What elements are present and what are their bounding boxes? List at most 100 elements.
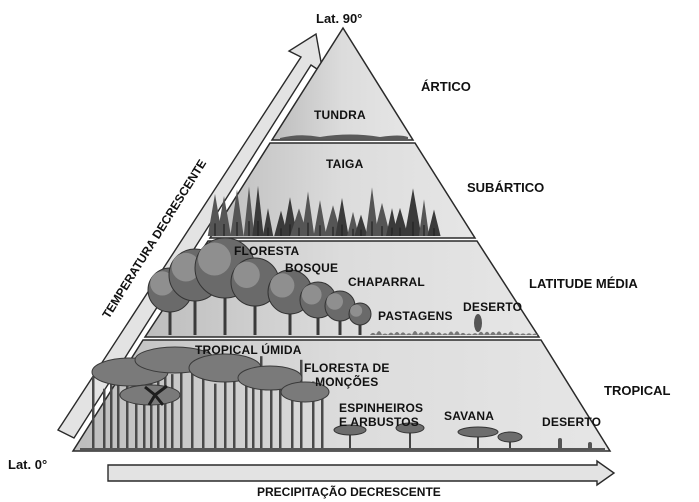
tropical-trunk <box>279 376 282 450</box>
grass-tuft <box>382 333 388 335</box>
tropical-trunk <box>214 383 217 450</box>
grass-tuft <box>478 331 484 335</box>
latitude-top-label: Lat. 90° <box>316 11 363 26</box>
zone-subarctic-label: SUBÁRTICO <box>467 180 545 195</box>
tropical-trunk <box>92 376 95 450</box>
grass-tuft <box>430 332 436 335</box>
tropical-trunk <box>150 361 153 450</box>
grass-tuft <box>436 332 442 335</box>
biome-floresta-label: FLORESTA <box>234 244 300 258</box>
tropical-trunk <box>291 376 294 450</box>
conifer-tree <box>391 207 409 236</box>
tropical-trunk <box>270 372 273 450</box>
tropical-trunk <box>180 355 183 450</box>
zone-tropical-label: TROPICAL <box>604 383 671 398</box>
tropical-trunk <box>117 366 120 450</box>
tropical-canopy <box>237 365 303 391</box>
tropical-trunk <box>224 365 227 450</box>
grass-tuft <box>526 333 532 335</box>
precipitation-arrow <box>107 459 616 487</box>
conifer-tree <box>252 185 264 236</box>
palm-fronds <box>144 384 168 406</box>
conifer-tree <box>404 188 422 236</box>
tropical-trunk <box>300 359 303 450</box>
grass-tuft <box>466 333 472 335</box>
biome-tropical-umida-label: TROPICAL ÚMIDA <box>195 343 302 357</box>
tropical-canopy <box>280 381 330 403</box>
acacia-trunk <box>409 428 411 450</box>
precipitation-axis-label: PRECIPITAÇÃO DECRESCENTE <box>257 485 441 499</box>
grass-tuft <box>442 333 448 335</box>
crown-highlight <box>350 304 363 317</box>
acacia-trunk <box>477 432 479 450</box>
crown-highlight <box>301 284 322 305</box>
acacia-crown <box>457 426 499 438</box>
crown-highlight <box>270 273 295 298</box>
conifer-tree <box>347 211 359 236</box>
grass-tuft <box>472 333 478 335</box>
grass-tuft <box>376 331 382 335</box>
biome-espinheiros-label: ESPINHEIROS E ARBUSTOS <box>339 401 423 429</box>
temperature-arrow <box>56 32 324 439</box>
conifer-tree <box>243 186 255 236</box>
tropical-trunk <box>233 358 236 450</box>
conifer-tree <box>365 187 379 236</box>
conifer-tree <box>373 202 391 236</box>
grass-tuft <box>424 331 430 335</box>
cactus <box>558 438 562 450</box>
tropical-trunk <box>312 381 315 450</box>
crown-highlight <box>171 252 201 282</box>
tropical-forest-trees <box>80 346 605 450</box>
grass-tuft <box>532 333 538 335</box>
espinheiros-line-2: E ARBUSTOS <box>339 415 420 429</box>
grass-tuft <box>460 332 466 335</box>
biome-deserto-trop-label: DESERTO <box>542 415 602 429</box>
grass-tuft <box>508 331 514 335</box>
biome-deserto-mid-label: DESERTO <box>463 300 523 314</box>
acacia-crown <box>497 431 523 443</box>
floresta-moncoes-line-2: MONÇÕES <box>315 375 379 389</box>
conifer-tree <box>335 197 349 236</box>
grass-tuft <box>406 333 412 335</box>
grass-tuft <box>514 333 520 335</box>
tundra-vegetation <box>280 134 408 139</box>
biome-floresta-moncoes-label: FLORESTA DE MONÇÕES <box>304 361 390 389</box>
acacia-trunk <box>509 437 511 450</box>
espinheiros-line-1: ESPINHEIROS <box>339 401 424 415</box>
grass-tuft <box>490 331 496 335</box>
band-arctic <box>270 26 415 141</box>
conifer-tree <box>230 189 244 236</box>
zone-mid-latitude-label: LATITUDE MÉDIA <box>529 276 638 291</box>
conifer-tree <box>301 191 315 236</box>
conifer-tree <box>207 193 223 236</box>
biome-savana-label: SAVANA <box>444 409 495 423</box>
crown-highlight <box>150 271 175 296</box>
tropical-trunk <box>135 364 138 450</box>
tropical-trunk <box>252 362 255 450</box>
conifer-tree <box>313 200 327 236</box>
conifer-tree <box>427 209 441 236</box>
deciduous-trunk <box>193 275 197 335</box>
grass-tuft <box>394 332 400 335</box>
biome-taiga-label: TAIGA <box>326 157 364 171</box>
grass-tuft <box>520 333 526 335</box>
conifer-tree <box>354 214 368 236</box>
conifer-tree <box>216 196 232 236</box>
acacia-crown <box>333 424 367 436</box>
tropical-trunk <box>143 386 146 450</box>
grass-tuft <box>496 331 502 335</box>
latitude-bottom-label: Lat. 0° <box>8 457 48 472</box>
conifer-tree <box>418 199 430 236</box>
tropical-trunk <box>126 357 129 450</box>
biome-chaparral-label: CHAPARRAL <box>348 275 425 289</box>
deciduous-trunk <box>253 282 257 335</box>
grass-tuft <box>484 331 490 335</box>
zone-arctic-label: ÁRTICO <box>421 79 471 94</box>
crown-highlight <box>233 261 260 288</box>
biome-tundra-label: TUNDRA <box>314 108 366 122</box>
tropical-trunk <box>321 391 324 450</box>
taiga-trees <box>207 185 441 236</box>
tropical-trunk <box>202 368 205 450</box>
